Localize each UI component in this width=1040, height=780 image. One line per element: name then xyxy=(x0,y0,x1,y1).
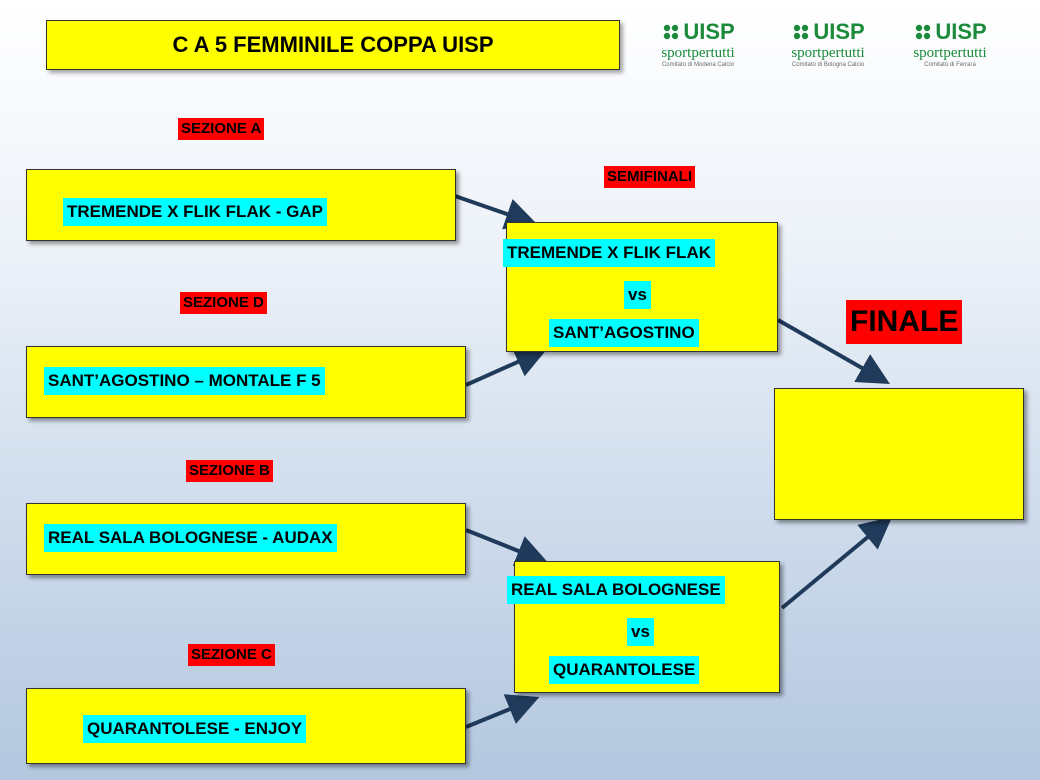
logo-tagline: sportpertutti xyxy=(661,45,735,61)
uisp-logo-ferrara: UISP sportpertutti Comitato di Ferrara xyxy=(902,20,998,92)
arrow-b-to-semi xyxy=(465,528,549,566)
semifinal-bottom-box: REAL SALA BOLOGNESE vs QUARANTOLESE xyxy=(507,561,780,693)
semifinal-bottom-team2: QUARANTOLESE xyxy=(549,656,700,684)
semifinal-top-vs: vs xyxy=(624,281,651,309)
arrow-semi-top-to-final xyxy=(777,318,890,384)
section-c-box: QUARANTOLESE - ENJOY xyxy=(26,688,466,764)
section-c-label: SEZIONE C xyxy=(188,644,275,666)
final-box xyxy=(774,388,1024,520)
section-a-box: TREMENDE X FLIK FLAK - GAP xyxy=(26,169,456,241)
section-d-match: SANT’AGOSTINO – MONTALE F 5 xyxy=(44,367,325,395)
arrow-a-to-semi xyxy=(454,194,538,230)
semifinal-top-team1: TREMENDE X FLIK FLAK xyxy=(503,239,715,267)
semifinal-top-team2: SANT’AGOSTINO xyxy=(549,319,699,347)
semifinal-bottom-vs: vs xyxy=(627,618,654,646)
section-a-label: SEZIONE A xyxy=(178,118,265,140)
final-label: FINALE xyxy=(846,300,963,344)
logo-tagline: sportpertutti xyxy=(913,45,987,61)
section-b-label: SEZIONE B xyxy=(186,460,273,482)
uisp-logo-modena: UISP sportpertutti Comitato di Modena Ca… xyxy=(650,20,746,92)
logo-detail: Comitato di Bologna Calcio xyxy=(791,62,865,68)
logo-detail: Comitato di Modena Calcio xyxy=(661,62,735,68)
arrow-d-to-semi xyxy=(465,347,548,387)
semifinals-label: SEMIFINALI xyxy=(604,166,695,188)
section-b-box: REAL SALA BOLOGNESE - AUDAX xyxy=(26,503,466,575)
logo-tagline: sportpertutti xyxy=(791,45,865,61)
section-d-label: SEZIONE D xyxy=(180,292,267,314)
arrow-c-to-semi xyxy=(465,694,540,729)
uisp-logo-icon xyxy=(916,24,931,40)
logo-brand: UISP xyxy=(813,19,865,44)
semifinal-bottom-team1: REAL SALA BOLOGNESE xyxy=(507,576,725,604)
semifinal-top-box: TREMENDE X FLIK FLAK vs SANT’AGOSTINO xyxy=(503,222,778,352)
uisp-logo-bologna: UISP sportpertutti Comitato di Bologna C… xyxy=(780,20,876,92)
section-a-match: TREMENDE X FLIK FLAK - GAP xyxy=(63,198,327,226)
logo-detail: Comitato di Ferrara xyxy=(924,62,976,68)
section-b-match: REAL SALA BOLOGNESE - AUDAX xyxy=(44,524,337,552)
section-c-match: QUARANTOLESE - ENJOY xyxy=(83,715,307,743)
page-title: C A 5 FEMMINILE COPPA UISP xyxy=(46,20,620,70)
uisp-logo-icon xyxy=(794,24,809,40)
logo-brand: UISP xyxy=(683,19,735,44)
uisp-logo-icon xyxy=(664,24,679,40)
arrow-semi-bottom-to-final xyxy=(780,516,893,610)
section-d-box: SANT’AGOSTINO – MONTALE F 5 xyxy=(26,346,466,418)
logo-brand: UISP xyxy=(935,19,987,44)
